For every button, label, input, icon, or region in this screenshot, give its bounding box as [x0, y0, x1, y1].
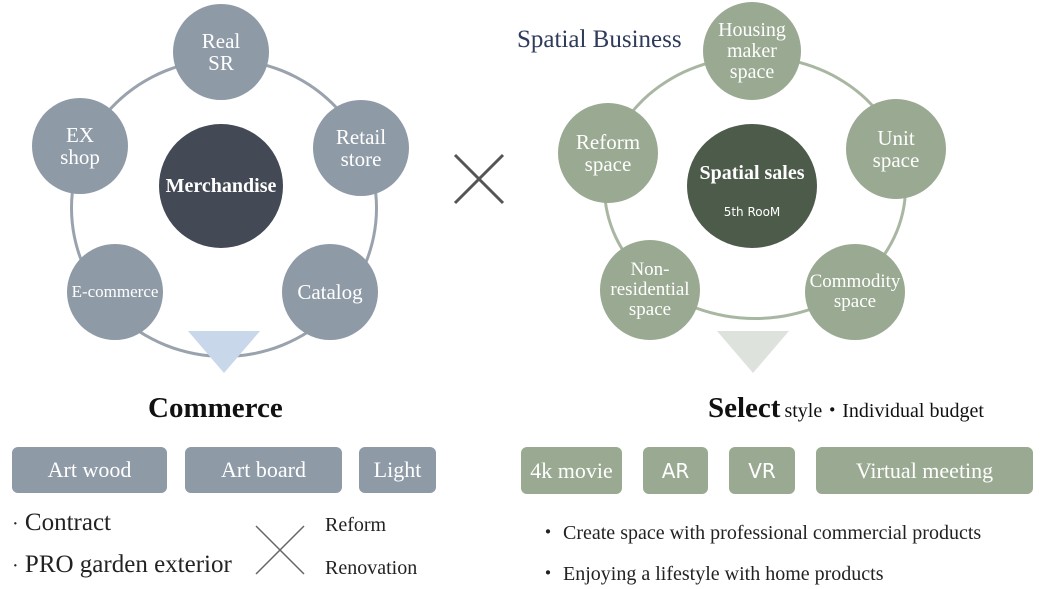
node-unit-label: Unit space	[872, 125, 920, 172]
multiply-icon	[453, 153, 505, 205]
node-retail-store-label: Retail store	[335, 124, 387, 171]
bullet-mark: ・	[538, 522, 558, 544]
art-board-tag: Art board	[185, 447, 342, 493]
bullet-create-space-label: Create space with professional commercia…	[563, 522, 982, 544]
select-heading: Select style・Individual budget	[708, 392, 984, 425]
bullet-pro-garden: · PRO garden exterior	[12, 551, 232, 579]
node-real-sr-label: Real SR	[201, 28, 241, 75]
down-arrow-icon	[717, 331, 789, 373]
node-reform-space: Reform space	[558, 103, 658, 203]
node-reform-label: Reform space	[575, 129, 641, 176]
node-commodity-space: Commodity space	[805, 244, 905, 340]
multiply-icon	[255, 525, 305, 575]
node-housing-label: Housing maker space	[718, 18, 786, 83]
art-wood-label: Art wood	[47, 457, 132, 482]
virtual-meeting-tag: Virtual meeting	[816, 447, 1033, 494]
bullet-mark: ・	[538, 563, 558, 585]
node-housing-maker-space: Housing maker space	[703, 2, 801, 100]
reform-label: Reform	[325, 514, 387, 536]
vr-tag: VR	[729, 447, 795, 494]
merchandise-center: Merchandise	[159, 124, 283, 248]
bullet-mark: ·	[12, 555, 19, 577]
bullet-mark: ·	[12, 513, 19, 535]
node-ecommerce-label: E-commerce	[71, 282, 159, 302]
node-commodity-label: Commodity space	[809, 271, 901, 312]
node-real-sr: Real SR	[173, 4, 269, 100]
spatial-business-title: Spatial Business	[517, 26, 682, 53]
select-heading-bold: Select	[708, 392, 781, 424]
bullet-enjoying-lifestyle: ・ Enjoying a lifestyle with home product…	[538, 557, 884, 586]
art-wood-tag: Art wood	[12, 447, 167, 493]
virtual-meeting-label: Virtual meeting	[855, 457, 994, 483]
4k-movie-label: 4k movie	[530, 457, 613, 483]
ar-label: AR	[661, 458, 690, 483]
renovation-label: Renovation	[325, 557, 418, 579]
fifth-room-label: 5th RooM	[723, 205, 781, 220]
bullet-contract: · Contract	[12, 509, 111, 537]
down-arrow-icon	[188, 331, 260, 373]
node-catalog-label: Catalog	[297, 279, 363, 304]
light-label: Light	[373, 457, 422, 482]
bullet-pro-garden-label: PRO garden exterior	[24, 551, 232, 578]
bullet-enjoying-lifestyle-label: Enjoying a lifestyle with home products	[563, 563, 884, 585]
art-board-label: Art board	[221, 457, 306, 482]
merchandise-center-label: Merchandise	[165, 174, 277, 197]
light-tag: Light	[359, 447, 436, 493]
node-ecommerce: E-commerce	[67, 244, 163, 340]
bullet-create-space: ・ Create space with professional commerc…	[538, 516, 981, 545]
vr-label: VR	[748, 458, 776, 483]
ar-tag: AR	[643, 447, 708, 494]
spatial-sales-center: Spatial sales 5th RooM	[687, 124, 817, 248]
4k-movie-tag: 4k movie	[521, 447, 622, 494]
node-unit-space: Unit space	[846, 99, 946, 199]
select-heading-rest: style・Individual budget	[784, 400, 984, 422]
node-non-residential-space: Non- residential space	[600, 240, 700, 340]
commerce-heading: Commerce	[148, 392, 283, 424]
node-nonres-label: Non- residential space	[610, 259, 690, 320]
spatial-sales-label: Spatial sales	[699, 162, 805, 185]
node-ex-shop-label: EX shop	[60, 122, 100, 169]
node-ex-shop: EX shop	[32, 98, 128, 194]
bullet-contract-label: Contract	[24, 509, 112, 536]
node-catalog: Catalog	[282, 244, 378, 340]
node-retail-store: Retail store	[313, 100, 409, 196]
